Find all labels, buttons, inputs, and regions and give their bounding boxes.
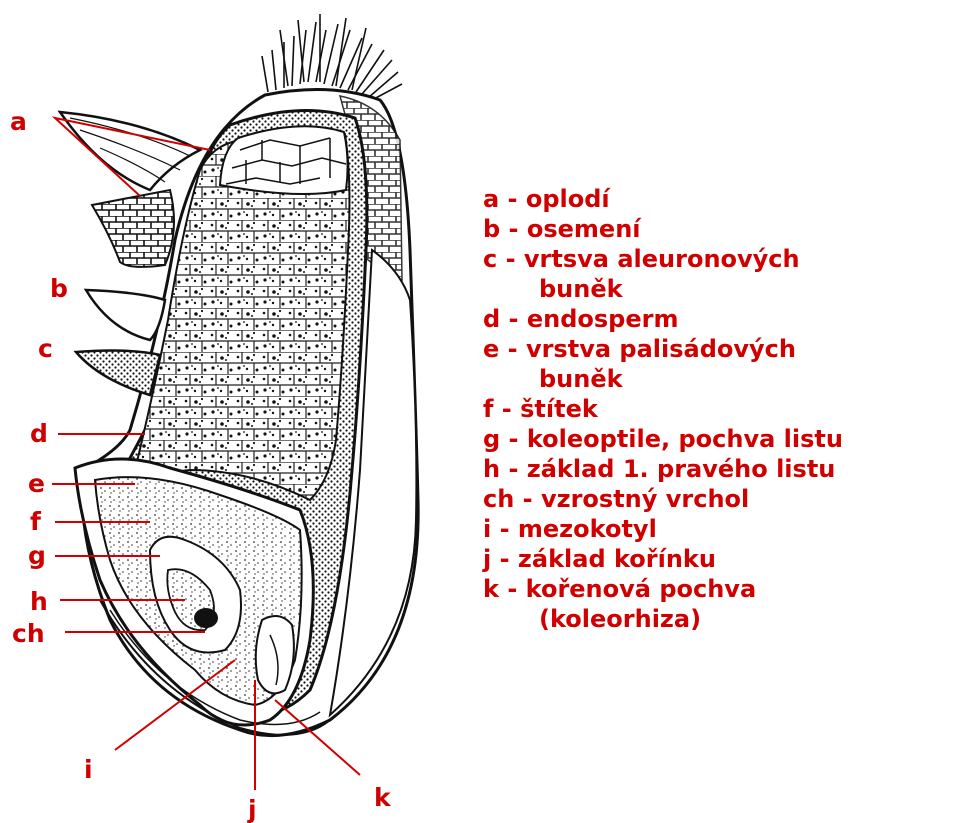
label-k: k xyxy=(374,783,392,812)
legend-item: g - koleoptile, pochva listu xyxy=(483,424,843,454)
legend-item-continuation: buněk xyxy=(483,364,843,394)
legend-item: a - oplodí xyxy=(483,184,843,214)
radicle xyxy=(256,616,294,693)
label-g: g xyxy=(28,541,46,570)
label-i: i xyxy=(84,755,93,784)
aleurone-fin xyxy=(76,351,160,395)
legend-item: b - osemení xyxy=(483,214,843,244)
legend-item: d - endosperm xyxy=(483,304,843,334)
legend-item-continuation: (koleorhiza) xyxy=(483,604,843,634)
pericarp-net xyxy=(92,190,174,267)
label-e: e xyxy=(28,469,45,498)
label-f: f xyxy=(30,507,42,536)
legend-item-continuation: buněk xyxy=(483,274,843,304)
legend-item: ch - vzrostný vrchol xyxy=(483,484,843,514)
legend-item: h - základ 1. pravého listu xyxy=(483,454,843,484)
legend-item: e - vrstva palisádových xyxy=(483,334,843,364)
legend-item: j - základ kořínku xyxy=(483,544,843,574)
legend-item: i - mezokotyl xyxy=(483,514,843,544)
label-d: d xyxy=(30,419,48,448)
legend-item: f - štítek xyxy=(483,394,843,424)
legend: a - oplodí b - osemení c - vrtsva aleuro… xyxy=(483,184,843,634)
label-j: j xyxy=(247,795,257,823)
label-ch: ch xyxy=(12,619,45,648)
label-c: c xyxy=(38,334,53,363)
seed-coat-fin xyxy=(86,290,165,340)
legend-item: k - kořenová pochva xyxy=(483,574,843,604)
label-a: a xyxy=(10,107,27,136)
legend-item: c - vrtsva aleuronových xyxy=(483,244,843,274)
label-h: h xyxy=(30,587,48,616)
grain-hairs xyxy=(262,14,402,100)
growing-point xyxy=(194,608,218,628)
label-b: b xyxy=(50,274,68,303)
